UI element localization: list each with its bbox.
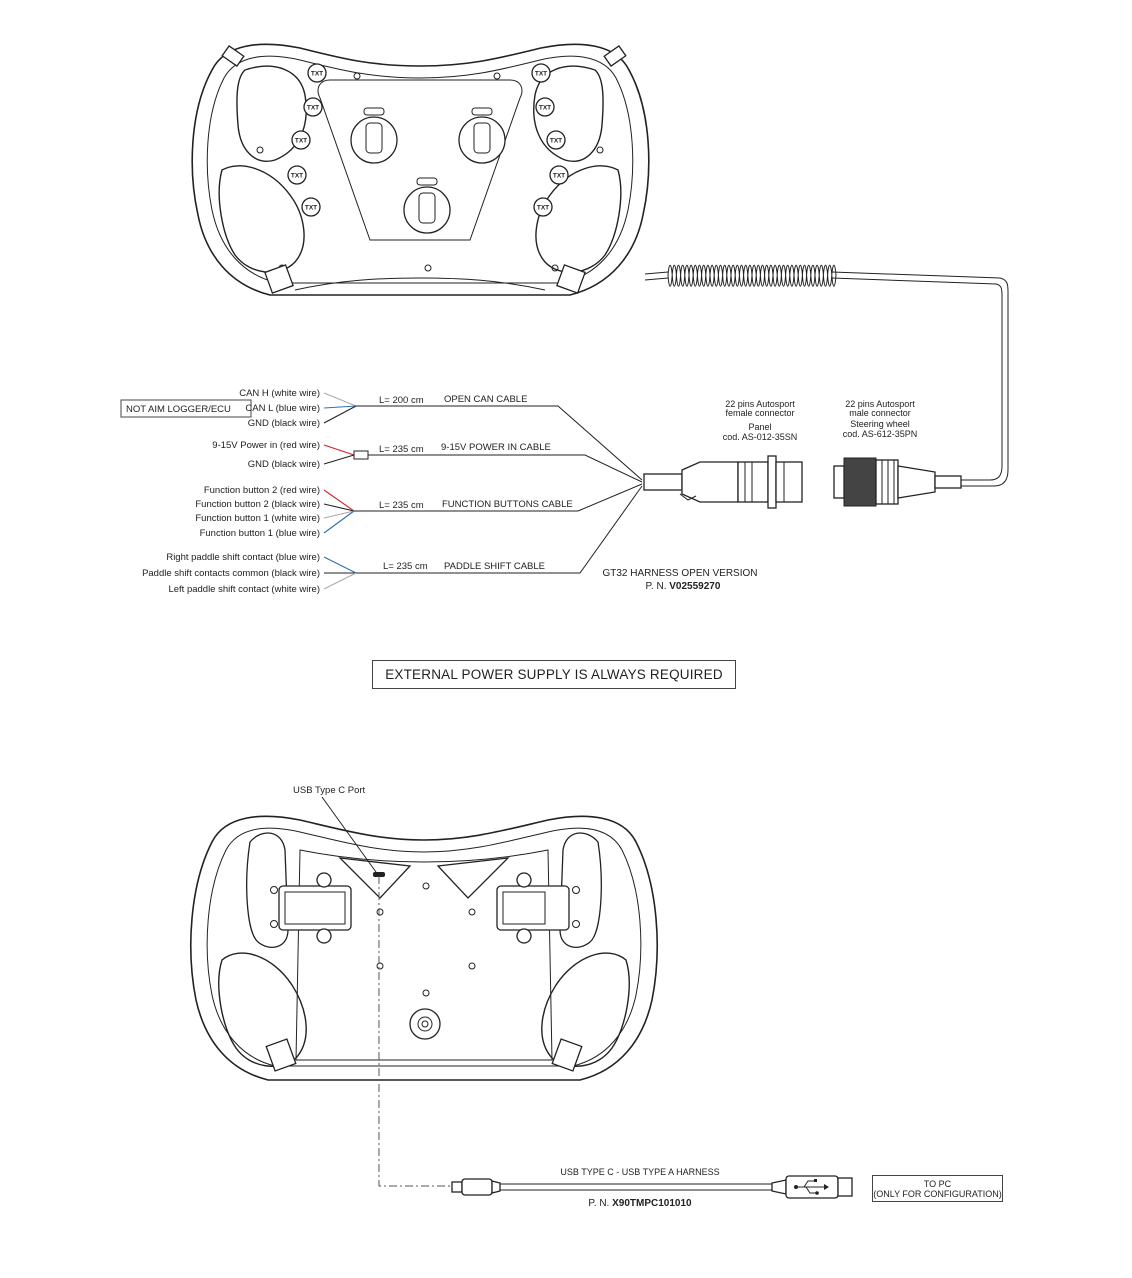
svg-text:GT32 HARNESS OPEN VERSION: GT32 HARNESS OPEN VERSION (602, 568, 757, 579)
svg-text:P. N. X90TMPC101010: P. N. X90TMPC101010 (588, 1198, 692, 1209)
not-aim-box: NOT AIM LOGGER/ECU (120, 399, 252, 418)
usb-c-port (373, 872, 385, 877)
rotary-knob-right (458, 107, 506, 164)
svg-text:GND (black wire): GND (black wire) (248, 459, 320, 470)
svg-text:22 pins Autosport: 22 pins Autosport (725, 399, 795, 409)
svg-text:TXT: TXT (291, 173, 303, 180)
svg-text:PADDLE SHIFT CABLE: PADDLE SHIFT CABLE (444, 561, 545, 572)
usb-symbol-icon (794, 1179, 829, 1195)
svg-text:TXT: TXT (311, 71, 323, 78)
svg-text:female connector: female connector (725, 408, 794, 418)
rotary-knob-center (403, 177, 451, 234)
svg-text:Function button 2 (black wire): Function button 2 (black wire) (195, 499, 320, 510)
txt-button: TXT (546, 130, 566, 150)
txt-button: TXT (301, 197, 321, 217)
svg-text:L= 235 cm: L= 235 cm (379, 444, 424, 455)
svg-text:Steering wheel: Steering wheel (850, 419, 910, 429)
male-connector: 22 pins Autosport male connector Steerin… (833, 399, 962, 507)
wire-stubs (323, 392, 369, 590)
svg-text:TXT: TXT (537, 205, 549, 212)
txt-button: TXT (535, 97, 555, 117)
svg-text:male connector: male connector (849, 408, 911, 418)
steering-wheel-front: TXT TXT TXT TXT TXT TXT TXT TXT TXT TXT (191, 43, 650, 296)
svg-text:CAN L (blue wire): CAN L (blue wire) (245, 403, 320, 414)
cable-runs: L= 200 cm OPEN CAN CABLE L= 235 cm 9-15V… (354, 394, 643, 574)
svg-text:Left paddle shift contact (whi: Left paddle shift contact (white wire) (168, 584, 320, 595)
txt-button: TXT (287, 165, 307, 185)
steering-wheel-rear (190, 815, 658, 1081)
svg-text:TXT: TXT (539, 105, 551, 112)
svg-text:cod. AS-612-35PN: cod. AS-612-35PN (843, 429, 918, 439)
txt-button: TXT (307, 63, 327, 83)
svg-text:Paddle shift contacts common (: Paddle shift contacts common (black wire… (142, 568, 320, 579)
svg-text:TXT: TXT (307, 105, 319, 112)
svg-text:TXT: TXT (535, 71, 547, 78)
svg-text:NOT AIM LOGGER/ECU: NOT AIM LOGGER/ECU (126, 404, 231, 415)
usb-harness: USB TYPE C - USB TYPE A HARNESS P. N. X9… (451, 1167, 853, 1209)
to-pc-label: TO PC (923, 1178, 952, 1189)
svg-text:TXT: TXT (305, 205, 317, 212)
svg-text:FUNCTION BUTTONS CABLE: FUNCTION BUTTONS CABLE (442, 499, 573, 510)
svg-text:TXT: TXT (550, 138, 562, 145)
harness-caption: GT32 HARNESS OPEN VERSION P. N. V0255927… (602, 568, 757, 592)
power-warning: EXTERNAL POWER SUPPLY IS ALWAYS REQUIRED (372, 660, 736, 689)
svg-text:OPEN CAN CABLE: OPEN CAN CABLE (444, 394, 527, 405)
svg-text:9-15V Power in (red wire): 9-15V Power in (red wire) (212, 440, 320, 451)
svg-text:P. N. V02559270: P. N. V02559270 (646, 581, 721, 592)
svg-text:Function button 1 (blue wire): Function button 1 (blue wire) (200, 528, 320, 539)
svg-text:Panel: Panel (748, 422, 771, 432)
to-pc-note: (ONLY FOR CONFIGURATION) (873, 1188, 1002, 1199)
txt-button: TXT (291, 130, 311, 150)
svg-text:USB TYPE C - USB TYPE A HARNES: USB TYPE C - USB TYPE A HARNESS (560, 1167, 719, 1177)
svg-text:TXT: TXT (553, 173, 565, 180)
txt-button: TXT (303, 97, 323, 117)
txt-button: TXT (549, 165, 569, 185)
svg-text:Function button 1 (white wire): Function button 1 (white wire) (195, 513, 320, 524)
usb-cable-route (378, 876, 452, 1187)
svg-text:L= 200 cm: L= 200 cm (379, 395, 424, 406)
svg-text:9-15V POWER IN CABLE: 9-15V POWER IN CABLE (441, 442, 551, 453)
wire-labels: CAN H (white wire) CAN L (blue wire) GND… (142, 388, 320, 595)
to-pc-box: TO PC (ONLY FOR CONFIGURATION) (872, 1175, 1003, 1202)
svg-text:L= 235 cm: L= 235 cm (379, 500, 424, 511)
svg-text:TXT: TXT (295, 138, 307, 145)
txt-button: TXT (533, 197, 553, 217)
txt-button: TXT (531, 63, 551, 83)
svg-text:GND (black wire): GND (black wire) (248, 418, 320, 429)
svg-text:USB Type C Port: USB Type C Port (293, 785, 366, 796)
female-connector: 22 pins Autosport female connector Panel… (643, 399, 803, 509)
coiled-cable (644, 264, 1009, 487)
svg-text:cod. AS-012-35SN: cod. AS-012-35SN (723, 432, 798, 442)
svg-text:CAN H (white wire): CAN H (white wire) (239, 388, 320, 399)
usb-port-callout: USB Type C Port (293, 785, 377, 873)
svg-text:22 pins Autosport: 22 pins Autosport (845, 399, 915, 409)
rotary-knob-left (350, 107, 398, 164)
svg-text:Function button 2 (red wire): Function button 2 (red wire) (204, 485, 320, 496)
svg-text:Right paddle shift contact (bl: Right paddle shift contact (blue wire) (166, 552, 320, 563)
svg-text:L= 235 cm: L= 235 cm (383, 561, 428, 572)
